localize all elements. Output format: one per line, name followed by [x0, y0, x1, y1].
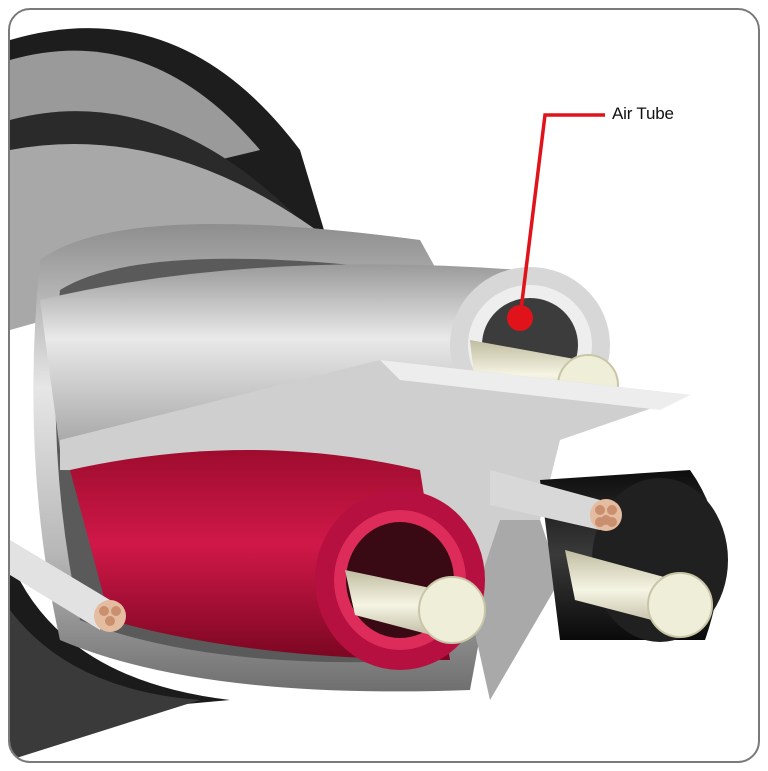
air-tube-label: Air Tube [612, 104, 674, 124]
